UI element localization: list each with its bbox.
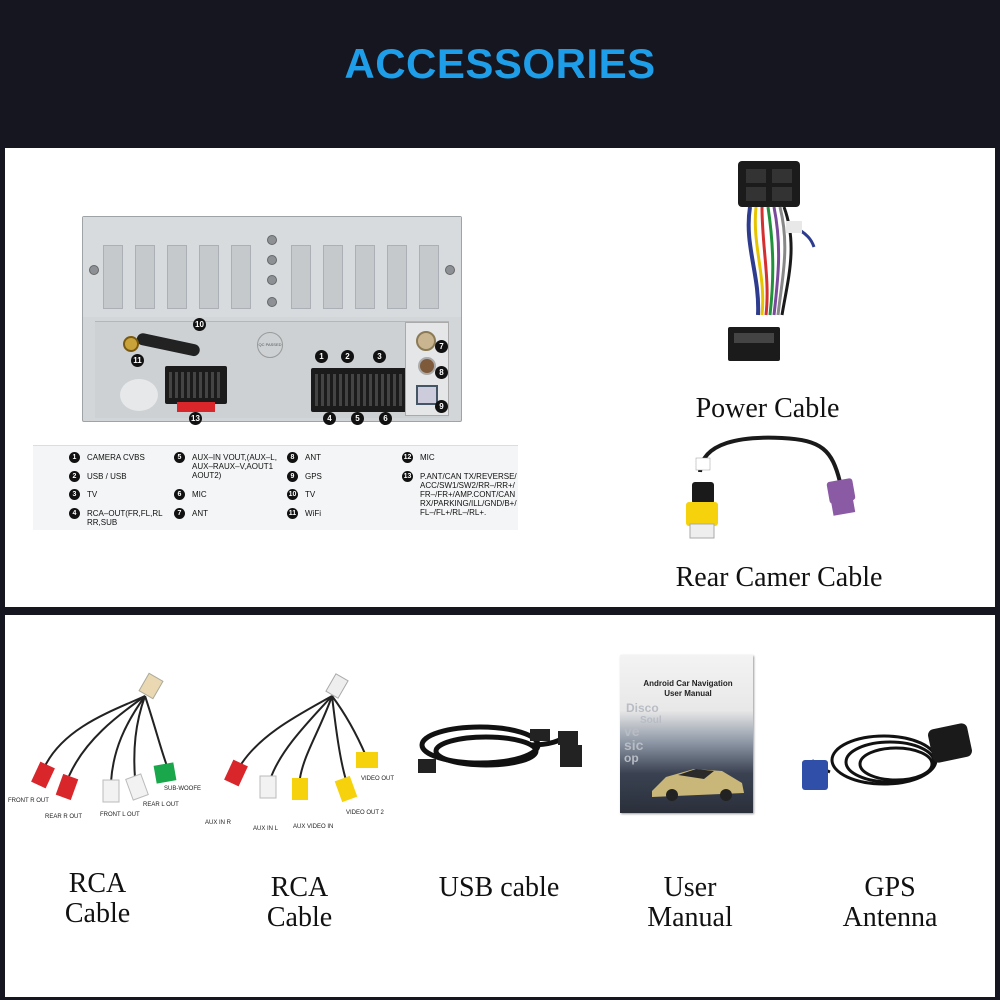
rca-tag: REAR L OUT — [143, 802, 179, 808]
rca-cable-1-label-line1: RCA — [68, 868, 127, 899]
label-2: 2 — [341, 350, 354, 363]
label-11: 11 — [131, 354, 144, 367]
label-3: 3 — [373, 350, 386, 363]
power-cable-label: Power Cable — [695, 393, 840, 424]
rca-tag: AUX VIDEO IN — [293, 824, 334, 830]
qc-passed-badge: QC PASSED — [257, 332, 283, 358]
rca-cable-1-label-line2: Cable — [64, 898, 131, 929]
rca-cable-2-label-line1: RCA — [270, 872, 329, 903]
label-13: 13 — [189, 412, 202, 425]
usb-cable-label: USB cable — [438, 872, 560, 903]
manual-cover-word: Soul — [640, 715, 662, 726]
label-8: 8 — [435, 366, 448, 379]
rear-camera-cable-label: Rear Camer Cable — [675, 562, 883, 593]
rca-tag: REAR R OUT — [45, 814, 83, 820]
rca-tag: SUB-WOOFE — [164, 786, 201, 792]
rca-tag: FRONT R OUT — [8, 798, 49, 804]
rca-tag: AUX IN L — [253, 826, 279, 832]
label-1: 1 — [315, 350, 328, 363]
gps-antenna-label-line1: GPS — [864, 872, 916, 903]
rca-tag: FRONT L OUT — [100, 812, 140, 818]
rca-cable-2-label-line2: Cable — [266, 902, 333, 933]
label-9: 9 — [435, 400, 448, 413]
unit-heatsink — [83, 217, 461, 317]
user-manual-label-line1: User — [663, 872, 717, 903]
manual-title: Android Car Navigation — [643, 679, 733, 688]
page-header: ACCESSORIES — [0, 0, 1000, 147]
label-6: 6 — [379, 412, 392, 425]
antenna-jack-icon — [123, 336, 139, 352]
label-10: 10 — [193, 318, 206, 331]
gps-antenna-label-line2: Antenna — [842, 902, 938, 933]
label-4: 4 — [323, 412, 336, 425]
bottom-accessories-panel — [5, 615, 995, 997]
user-manual-image: Android Car Navigation User Manual Disco… — [620, 655, 753, 813]
usb-cable-image — [418, 724, 582, 773]
rca-cable-input-image — [224, 673, 378, 803]
rca-tag: AUX IN R — [205, 820, 232, 826]
label-5: 5 — [351, 412, 364, 425]
manual-cover-word: op — [624, 751, 639, 765]
rear-camera-cable-image — [686, 435, 856, 539]
rca-tag: VIDEO OUT 2 — [346, 810, 384, 816]
manual-cover-word: Disco — [626, 701, 659, 715]
manual-cover-word: ve — [624, 723, 640, 739]
gps-antenna-image — [802, 723, 972, 790]
wifi-antenna-icon — [135, 332, 201, 358]
power-cable-image — [728, 161, 816, 361]
rca-tag: VIDEO OUT — [361, 776, 395, 782]
car-illustration-icon — [652, 769, 744, 801]
unit-connector-area: 10 11 13 QC PASSED 1 2 3 4 5 6 7 8 9 — [95, 318, 449, 425]
rca-cable-output-image — [31, 672, 177, 803]
av-connector-block — [311, 368, 407, 412]
user-manual-label-line2: Manual — [647, 902, 733, 933]
head-unit-back-image: 10 11 13 QC PASSED 1 2 3 4 5 6 7 8 9 — [82, 216, 462, 425]
manual-cover-word: sic — [624, 737, 644, 753]
main-harness-socket — [165, 366, 227, 404]
manual-subtitle: User Manual — [664, 689, 712, 698]
label-7: 7 — [435, 340, 448, 353]
page-title: ACCESSORIES — [344, 40, 656, 87]
